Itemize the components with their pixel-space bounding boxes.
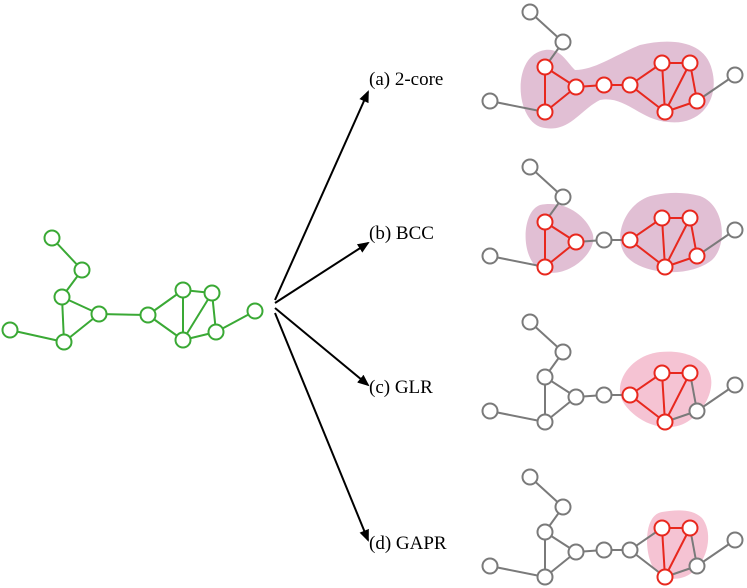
arrow-to-a xyxy=(274,90,369,301)
panel-graph-a xyxy=(481,3,744,121)
graph-node xyxy=(681,364,699,382)
graph-node xyxy=(554,498,572,516)
graph-node xyxy=(595,386,613,404)
highlight-regions xyxy=(520,41,722,579)
graph-node xyxy=(621,386,639,404)
arrows xyxy=(274,90,370,542)
graph-node xyxy=(1,321,19,339)
graph-node xyxy=(567,543,585,561)
graph-node xyxy=(43,229,61,247)
graph-node xyxy=(536,413,554,431)
graph-edge xyxy=(489,255,546,268)
graph-node xyxy=(246,302,264,320)
graph-node xyxy=(595,541,613,559)
graph-node xyxy=(567,78,585,96)
graph-node xyxy=(688,92,706,110)
graph-edge xyxy=(664,372,691,423)
graph-node xyxy=(653,54,671,72)
graph-node xyxy=(521,468,539,486)
graph-node xyxy=(621,76,639,94)
graph-node xyxy=(726,531,744,549)
graph-node xyxy=(688,247,706,265)
graph-edge xyxy=(489,100,546,113)
graph-node xyxy=(688,557,706,575)
source-graph xyxy=(1,229,264,351)
graphs xyxy=(1,3,744,586)
arrow-to-b xyxy=(274,241,370,304)
graph-node xyxy=(536,368,554,386)
graph-node xyxy=(656,413,674,431)
graph-edge xyxy=(9,329,65,343)
graph-node xyxy=(481,402,499,420)
graph-node xyxy=(554,33,572,51)
label-c: (c) GLR xyxy=(369,377,433,398)
method-labels: (a) 2-core (b) BCC (c) GLR (d) GAPR xyxy=(369,69,447,554)
graph-node xyxy=(595,231,613,249)
arrow-to-d xyxy=(274,312,369,542)
panel-graph-c xyxy=(481,313,744,431)
graph-node xyxy=(567,233,585,251)
graph-node xyxy=(554,343,572,361)
graph-node xyxy=(174,331,192,349)
blob-b-bcc-right xyxy=(620,192,722,273)
graph-node xyxy=(536,213,554,231)
graph-node xyxy=(681,519,699,537)
graph-node xyxy=(536,523,554,541)
panel-graph-b xyxy=(481,158,744,276)
graph-node xyxy=(521,158,539,176)
arrow-to-c xyxy=(274,307,370,387)
graph-node xyxy=(481,92,499,110)
graph-node xyxy=(653,364,671,382)
graph-node xyxy=(726,376,744,394)
graph-node xyxy=(656,103,674,121)
graph-node xyxy=(726,221,744,239)
graph-node xyxy=(653,209,671,227)
graph-node xyxy=(139,306,157,324)
graph-node xyxy=(536,103,554,121)
graph-edge xyxy=(489,565,546,578)
graph-node xyxy=(688,402,706,420)
graph-node xyxy=(174,281,192,299)
graph-node xyxy=(621,231,639,249)
graph-edge xyxy=(182,292,213,341)
graph-node xyxy=(536,568,554,586)
graph-node xyxy=(681,54,699,72)
label-d: (d) GAPR xyxy=(369,533,447,554)
label-b: (b) BCC xyxy=(369,223,434,244)
graph-node xyxy=(73,261,91,279)
graph-node xyxy=(481,557,499,575)
graph-node xyxy=(521,313,539,331)
graph-node xyxy=(90,305,108,323)
graph-node xyxy=(481,247,499,265)
graph-node xyxy=(536,58,554,76)
graph-node xyxy=(536,258,554,276)
graph-node xyxy=(207,323,225,341)
graph-node xyxy=(726,66,744,84)
graph-node xyxy=(681,209,699,227)
graph-node xyxy=(656,258,674,276)
graph-node xyxy=(554,188,572,206)
graph-node xyxy=(595,76,613,94)
graph-edge xyxy=(664,527,691,578)
label-a: (a) 2-core xyxy=(369,69,443,90)
graph-node xyxy=(621,541,639,559)
graph-node xyxy=(521,3,539,21)
graph-node xyxy=(653,519,671,537)
graph-node xyxy=(55,333,73,351)
graph-node xyxy=(53,288,71,306)
graph-node xyxy=(203,284,221,302)
graph-edge xyxy=(664,217,691,268)
panel-graph-d xyxy=(481,468,744,586)
graph-edge xyxy=(664,62,691,113)
graph-node xyxy=(567,388,585,406)
graph-node xyxy=(656,568,674,586)
graph-edge xyxy=(489,410,546,423)
